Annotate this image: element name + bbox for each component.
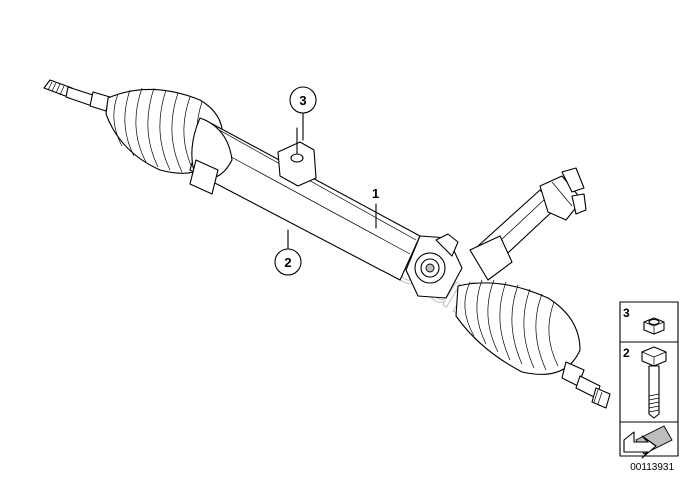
legend-item-nut[interactable]: 3 <box>623 306 665 335</box>
legend-item-bolt-number: 2 <box>623 346 630 360</box>
callout-3[interactable]: 3 <box>289 86 317 141</box>
direction-arrow-icon <box>623 425 673 459</box>
steering-rack-drawing <box>43 79 611 409</box>
callout-2[interactable]: 2 <box>274 229 302 276</box>
left-mount-bracket <box>277 127 317 187</box>
right-bellows <box>455 279 581 375</box>
right-tie-rod <box>561 361 611 409</box>
hex-nut-icon <box>643 317 665 335</box>
callout-1[interactable]: 1 <box>372 186 379 229</box>
rack-housing <box>189 117 421 281</box>
hex-bolt-icon <box>641 346 667 419</box>
callout-1-label: 1 <box>372 186 379 201</box>
legend-frame <box>619 301 679 457</box>
callout-3-label: 3 <box>299 93 306 108</box>
callout-2-label: 2 <box>284 255 291 270</box>
diagram-code: 00113931 <box>630 462 674 473</box>
pinion-housing <box>405 233 463 299</box>
legend-item-bolt[interactable]: 2 <box>623 346 667 419</box>
left-tie-rod <box>43 79 111 112</box>
input-shaft <box>469 167 587 281</box>
parts-legend: 3 2 00113931 <box>619 301 679 473</box>
legend-item-nut-number: 3 <box>623 306 630 320</box>
